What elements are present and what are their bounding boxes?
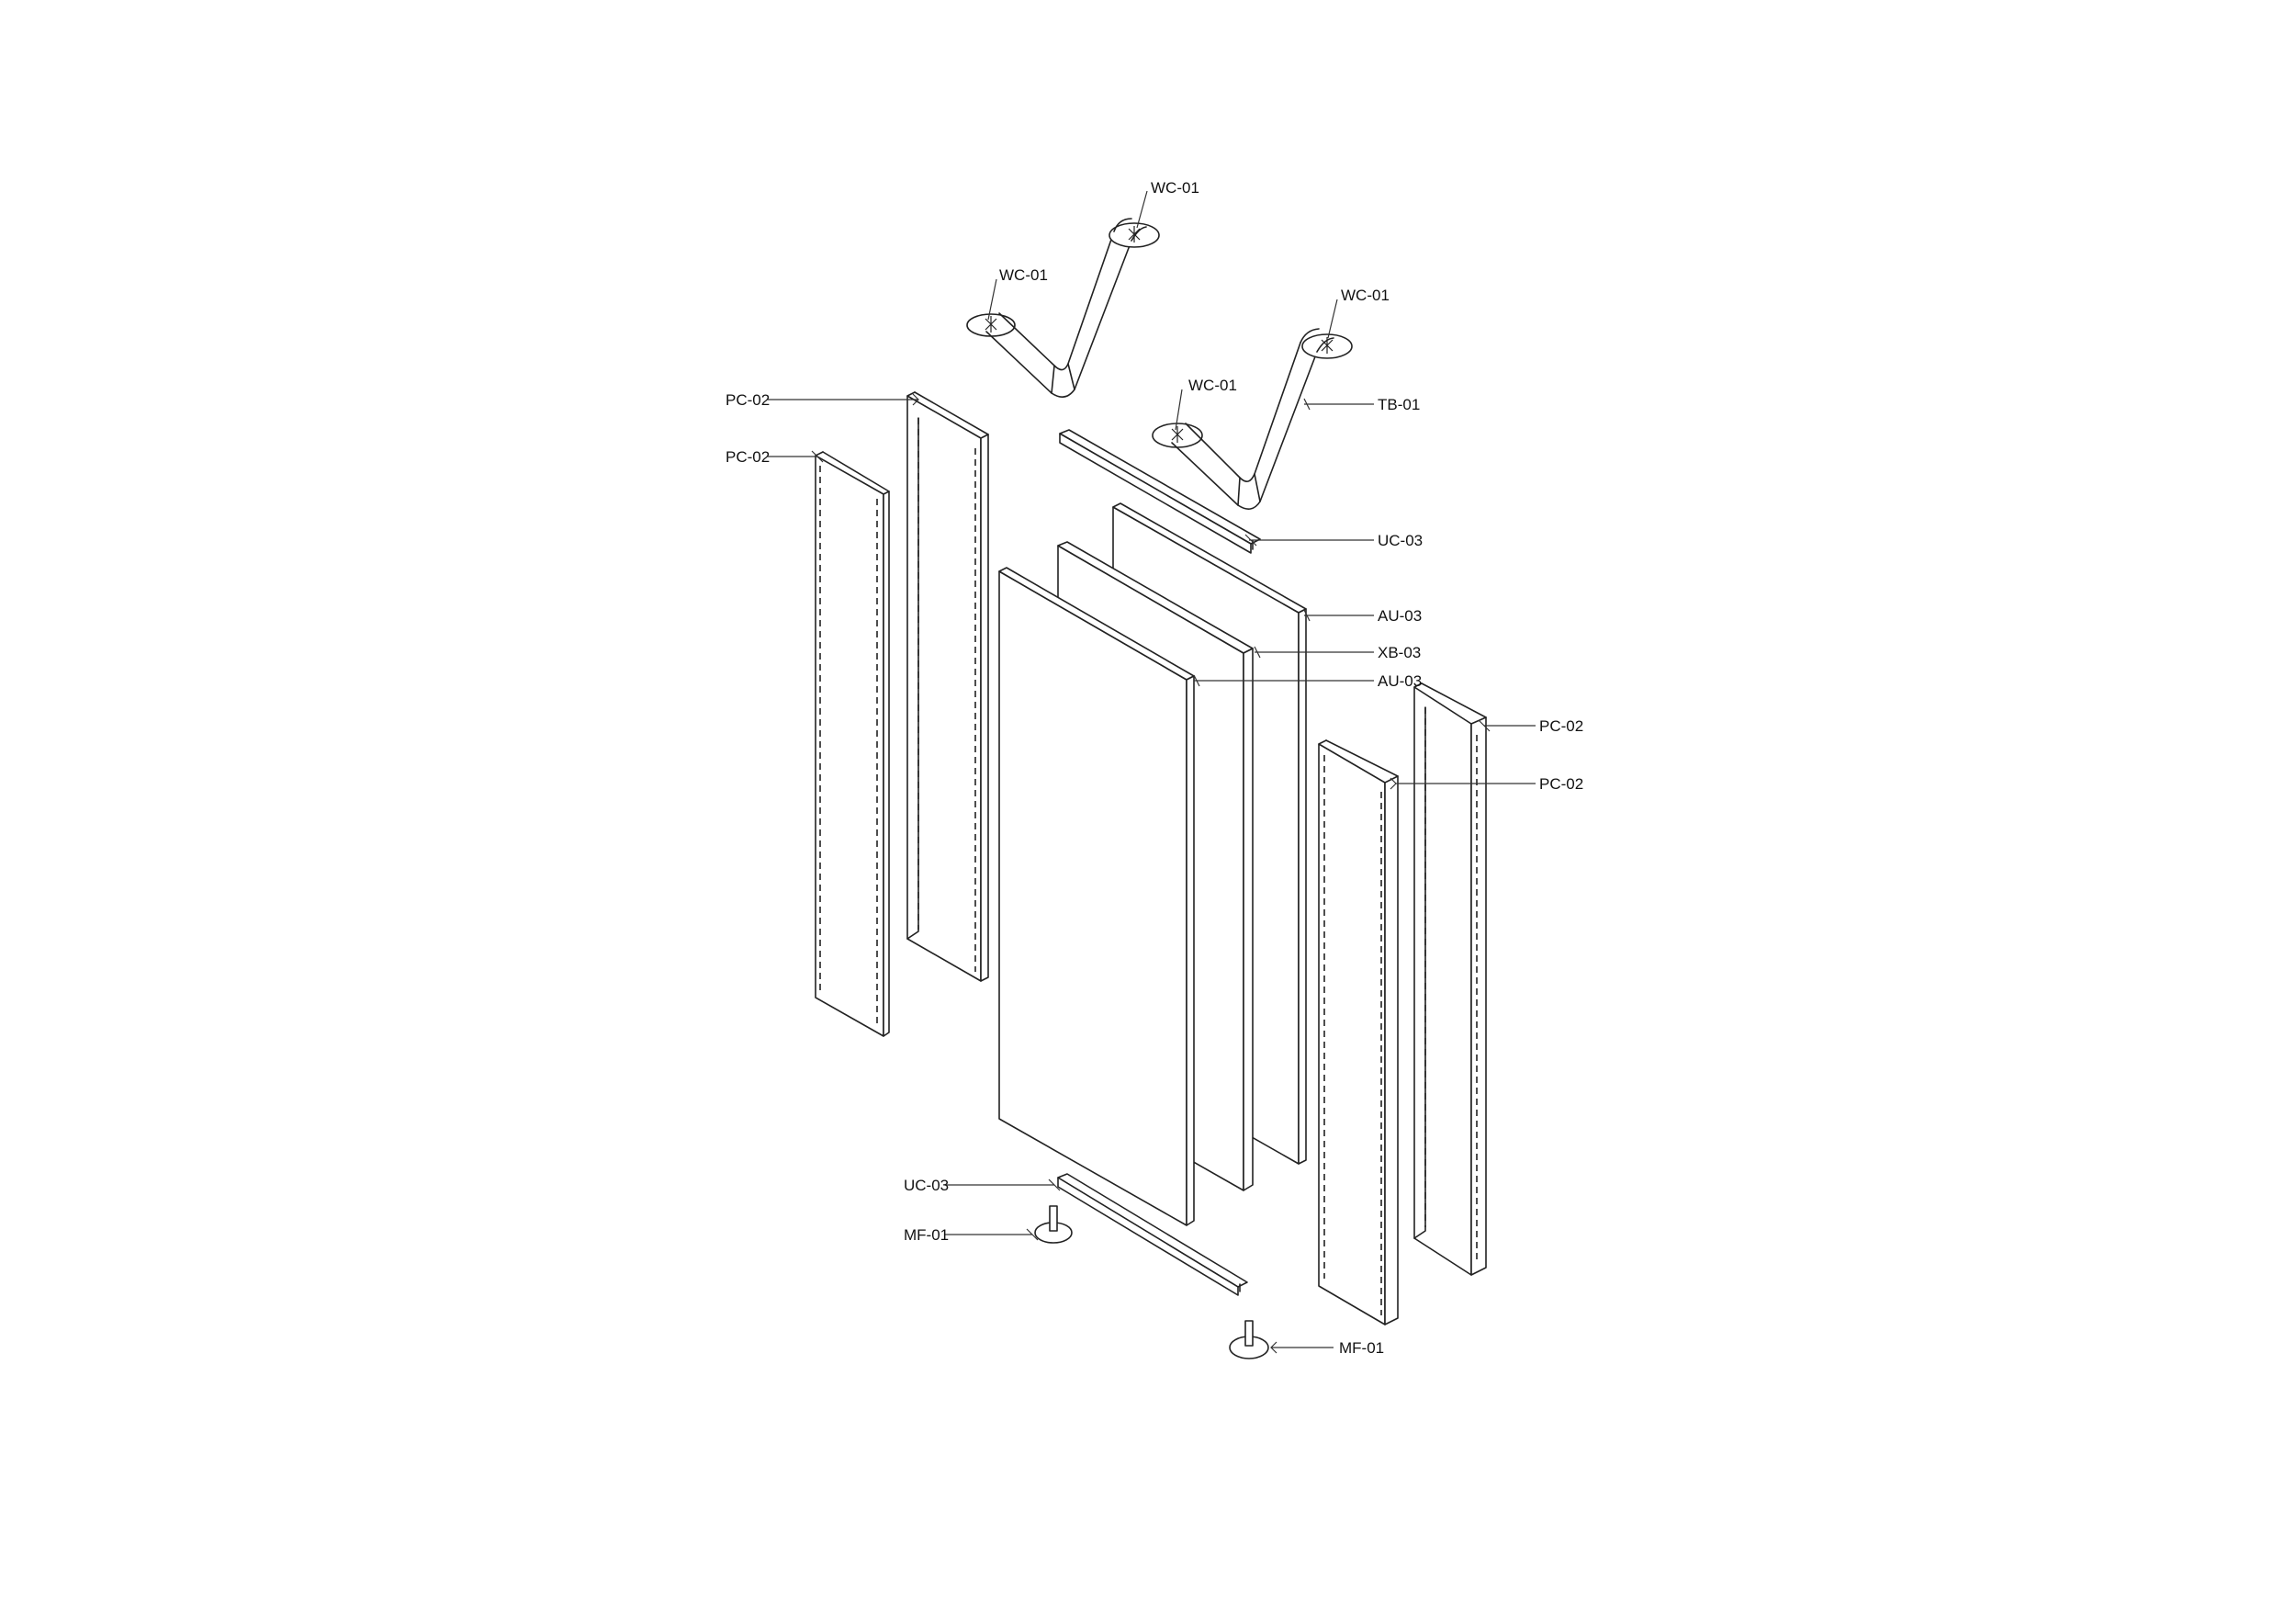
label-au03-back: AU-03 <box>1378 607 1422 625</box>
label-pc02-right-bottom: PC-02 <box>1539 775 1583 793</box>
wall-bracket-left <box>966 218 1160 398</box>
label-uc03-top: UC-03 <box>1378 532 1423 549</box>
label-wc01-right-top: WC-01 <box>1341 287 1390 304</box>
post-cover-left-front <box>815 451 890 1037</box>
front-panel-au03 <box>998 567 1195 1226</box>
u-channel-top <box>1059 429 1261 554</box>
u-channel-bottom <box>1057 1173 1248 1296</box>
label-pc02-right-top: PC-02 <box>1539 717 1583 735</box>
label-pc02-left-top: PC-02 <box>726 391 770 409</box>
label-pc02-left-bottom: PC-02 <box>726 448 770 466</box>
mounting-foot-left <box>1034 1205 1073 1244</box>
screw-icon <box>985 226 1334 443</box>
wall-bracket-right <box>1152 328 1353 510</box>
label-wc01-right-left: WC-01 <box>1188 377 1237 394</box>
label-uc03-bottom: UC-03 <box>904 1177 949 1194</box>
label-au03-front: AU-03 <box>1378 672 1422 690</box>
callout-leaders <box>768 190 1536 1354</box>
label-wc01-left: WC-01 <box>999 266 1048 284</box>
label-xb03: XB-03 <box>1378 644 1421 661</box>
post-cover-left-back <box>906 391 989 982</box>
label-mf01-left: MF-01 <box>904 1226 949 1244</box>
post-cover-right-back <box>1413 682 1487 1276</box>
label-tb01: TB-01 <box>1378 396 1420 413</box>
post-cover-right-front <box>1318 739 1399 1325</box>
mounting-foot-right <box>1229 1320 1269 1359</box>
label-wc01-top: WC-01 <box>1151 179 1199 197</box>
label-mf01-right: MF-01 <box>1339 1339 1384 1357</box>
